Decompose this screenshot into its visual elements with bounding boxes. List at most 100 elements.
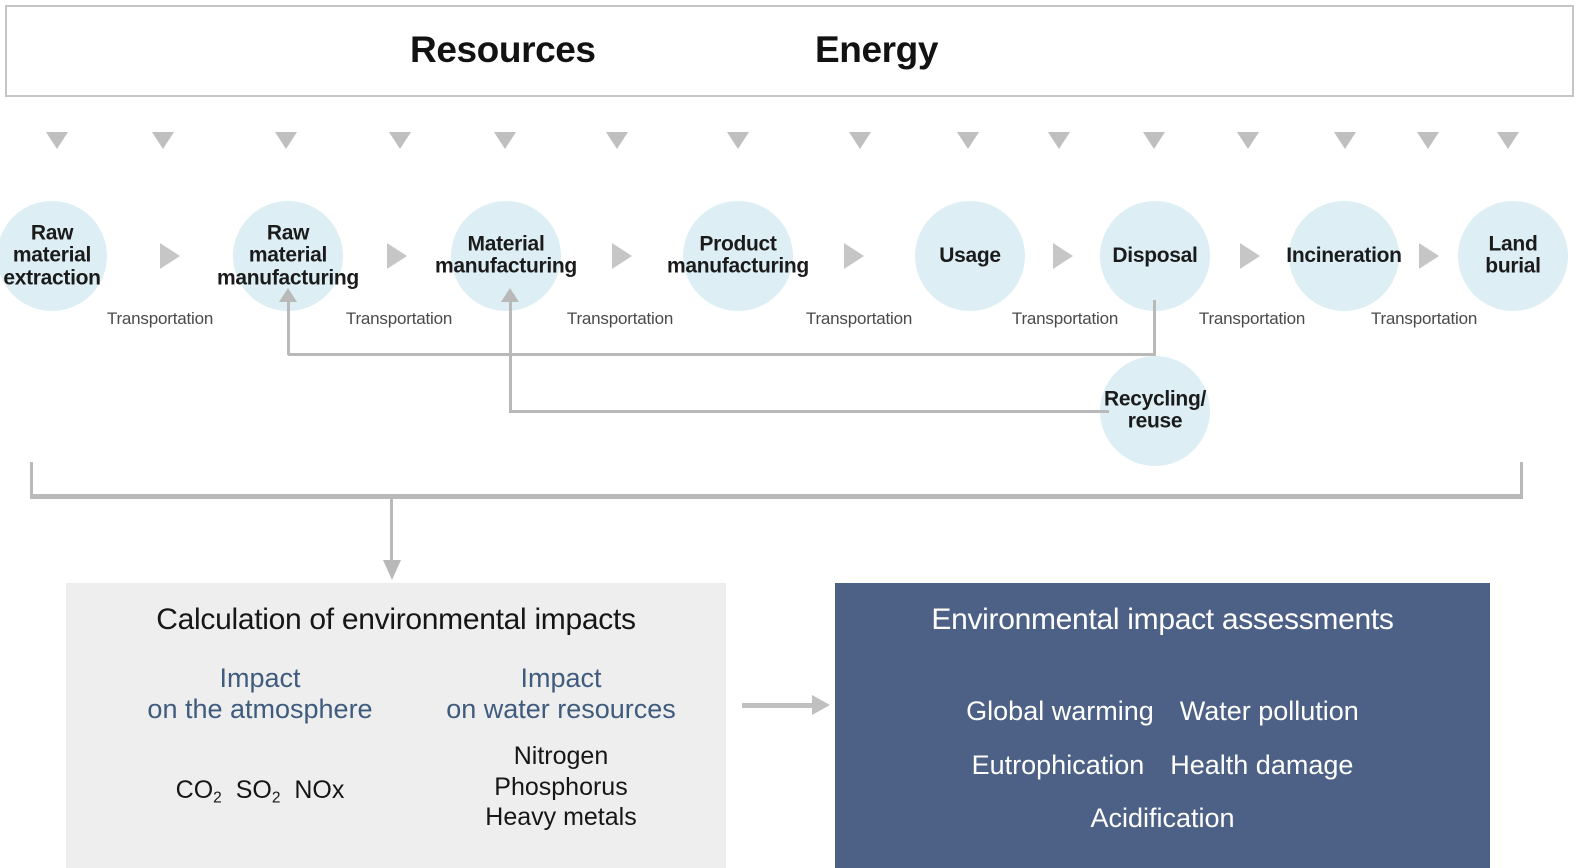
calculation-panel: Calculation of environmental impacts Imp…	[66, 583, 726, 868]
step-arrow-0	[160, 243, 180, 269]
impact-atmosphere-line: on the atmosphere	[147, 694, 373, 725]
input-label-resources: Resources	[410, 29, 596, 70]
input-feed-arrow-1	[152, 132, 174, 149]
atmosphere-substance: SO2	[235, 776, 281, 807]
assessment-panel: Environmental impact assessments Global …	[835, 583, 1490, 868]
input-feed-arrow-14	[1497, 132, 1519, 149]
input-feed-arrow-7	[849, 132, 871, 149]
impact-water-line: on water resources	[446, 694, 676, 725]
node-recycling-reuse[interactable]: Recycling/reuse	[1100, 356, 1210, 466]
substance-gap	[280, 776, 294, 804]
atmosphere-substance: NOx	[294, 776, 345, 804]
bracket-down-stem	[390, 499, 393, 563]
impact-atmosphere-line: Impact	[219, 663, 301, 693]
inputs-box: Resources Energy	[5, 5, 1574, 97]
input-feed-arrow-6	[727, 132, 749, 149]
input-feed-arrow-4	[494, 132, 516, 149]
bracket-right-tick	[1520, 462, 1523, 498]
input-feed-arrow-9	[1048, 132, 1070, 149]
water-substance-line: Nitrogen	[513, 742, 609, 770]
step-arrow-5	[1239, 243, 1260, 269]
disposal-return-line	[288, 353, 1156, 356]
input-feed-arrow-13	[1417, 132, 1439, 149]
node-label-disposal: Disposal	[1112, 244, 1197, 267]
transportation-label-3: Transportation	[805, 309, 913, 328]
material-mfg-arrowhead	[501, 288, 519, 302]
transportation-label-4: Transportation	[1011, 309, 1119, 328]
assessment-item: Water pollution	[1179, 696, 1359, 726]
input-feed-arrow-5	[606, 132, 628, 149]
node-disposal[interactable]: Disposal	[1100, 201, 1210, 311]
node-label-line: material	[248, 243, 328, 267]
node-label-line: Material	[467, 232, 545, 256]
step-arrow-4	[1052, 243, 1073, 269]
step-arrow-1	[387, 243, 407, 269]
water-substance-line: Heavy metals	[485, 803, 637, 831]
assessment-item: Eutrophication	[971, 750, 1145, 780]
atmosphere-substance: CO2	[175, 776, 222, 807]
calculation-panel-heading: Calculation of environmental impacts	[156, 603, 636, 636]
disposal-drop-line	[1153, 300, 1156, 356]
transportation-label-6: Transportation	[1370, 309, 1478, 328]
atmosphere-substance-list: CO2 SO2 NOx	[110, 775, 410, 808]
input-feed-arrow-8	[957, 132, 979, 149]
assessment-item: Health damage	[1170, 750, 1354, 780]
assessment-row: Global warming Water pollution	[835, 696, 1490, 727]
node-label-line: Land	[1488, 232, 1538, 256]
node-label-recycling-reuse: Recycling/reuse	[1103, 387, 1207, 434]
transportation-label-5: Transportation	[1198, 309, 1306, 328]
impact-water-line: Impact	[520, 663, 602, 693]
assessment-row: Eutrophication Health damage	[835, 750, 1490, 781]
node-incineration[interactable]: Incineration	[1286, 201, 1402, 311]
node-label-incineration: Incineration	[1286, 243, 1402, 267]
step-arrow-2	[612, 243, 632, 269]
substance-gap	[222, 776, 236, 804]
input-feed-arrow-12	[1334, 132, 1356, 149]
recycling-return-line	[509, 410, 1109, 413]
node-label-line: manufacturing	[217, 266, 359, 290]
node-label-line: Raw	[30, 221, 74, 245]
node-label-line: burial	[1485, 255, 1541, 278]
input-feed-arrow-0	[46, 132, 68, 149]
raw-mfg-riser	[287, 298, 290, 355]
node-label-line: manufacturing	[435, 255, 577, 278]
step-arrow-3	[844, 243, 864, 269]
node-label-line: Raw	[266, 221, 310, 245]
node-label-line: reuse	[1127, 410, 1183, 433]
water-substance-line: Phosphorus	[494, 772, 628, 801]
step-arrow-6	[1418, 243, 1439, 269]
transportation-label-2: Transportation	[566, 309, 674, 328]
node-label-line: Incineration	[1286, 243, 1402, 267]
node-label-line: manufacturing	[667, 255, 809, 278]
assessment-item: Acidification	[1090, 803, 1235, 833]
node-label-line: material	[12, 243, 92, 267]
node-label-line: Usage	[939, 243, 1001, 267]
input-feed-arrow-3	[389, 132, 411, 149]
bracket-down-arrowhead	[383, 560, 401, 580]
input-feed-arrow-11	[1237, 132, 1259, 149]
assessment-panel-heading: Environmental impact assessments	[931, 603, 1394, 636]
input-feed-arrow-10	[1143, 132, 1165, 149]
input-label-energy: Energy	[815, 29, 939, 70]
transportation-label-0: Transportation	[106, 309, 214, 328]
bracket-span	[30, 494, 1523, 499]
node-usage[interactable]: Usage	[915, 201, 1025, 311]
transportation-label-1: Transportation	[345, 309, 453, 328]
panel-link-arrow-line	[742, 703, 814, 708]
assessment-row: Acidification	[835, 803, 1490, 834]
node-label-line: Recycling/	[1103, 387, 1207, 411]
node-label-line: Product	[699, 232, 777, 256]
assessment-item: Global warming	[966, 696, 1154, 726]
